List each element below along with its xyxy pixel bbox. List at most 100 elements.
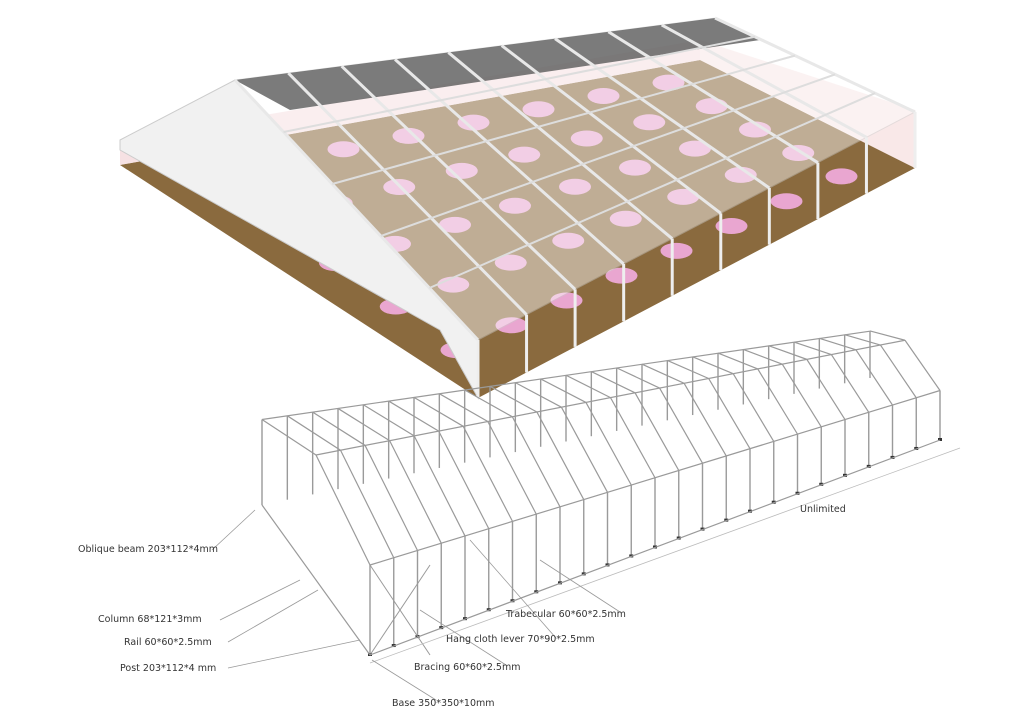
label-bracing: Bracing 60*60*2.5mm xyxy=(414,662,521,673)
oblique-beam xyxy=(389,440,442,544)
leader-line xyxy=(371,659,437,701)
base-plate xyxy=(938,438,942,441)
oblique-beam xyxy=(855,349,894,406)
banquet-table xyxy=(508,146,541,163)
banquet-table xyxy=(605,267,638,284)
oblique-beam xyxy=(489,385,538,413)
label-hang-cloth-lever: Hang cloth lever 70*90*2.5mm xyxy=(446,634,595,645)
oblique-beam xyxy=(462,426,514,522)
banquet-table xyxy=(392,127,425,144)
oblique-beam xyxy=(585,402,632,486)
oblique-beam xyxy=(781,363,822,428)
leader-line xyxy=(227,639,361,669)
banquet-table xyxy=(715,218,748,235)
oblique-beam xyxy=(768,345,808,360)
oblique-beam xyxy=(312,411,366,446)
banquet-table xyxy=(724,166,757,183)
leader-line xyxy=(211,509,256,551)
oblique-beam xyxy=(515,382,562,408)
roof-purlin xyxy=(428,92,876,289)
roof-purlin xyxy=(283,35,756,133)
roof-rafter xyxy=(607,30,819,164)
banquet-table xyxy=(570,130,603,147)
trabecular xyxy=(261,330,871,421)
oblique-beam xyxy=(641,363,685,384)
label-trabecular: Trabecular 60*60*2.5mm xyxy=(506,609,626,620)
ridge-beam xyxy=(315,339,906,456)
oblique-beam xyxy=(869,330,906,341)
oblique-beam xyxy=(464,389,513,418)
oblique-beam xyxy=(487,421,537,515)
oblique-beam xyxy=(659,387,704,464)
oblique-beam xyxy=(438,430,490,529)
label-rail: Rail 60*60*2.5mm xyxy=(124,637,212,648)
oblique-beam xyxy=(717,352,758,370)
banquet-table xyxy=(494,254,527,271)
roof-rafter xyxy=(660,23,868,139)
oblique-beam xyxy=(364,445,419,551)
label-post: Post 203*112*4 mm xyxy=(120,663,217,674)
leader-line xyxy=(419,609,507,666)
oblique-beam xyxy=(732,373,775,442)
banquet-table xyxy=(457,114,490,131)
roof-rafter xyxy=(500,44,722,215)
oblique-beam xyxy=(667,359,709,380)
oblique-beam xyxy=(565,374,611,399)
oblique-beam xyxy=(757,368,799,435)
oblique-beam xyxy=(806,359,846,420)
banquet-table xyxy=(609,210,642,227)
banquet-table xyxy=(825,168,858,185)
banquet-table xyxy=(327,141,360,158)
oblique-beam xyxy=(904,339,941,391)
oblique-beam xyxy=(616,367,660,389)
oblique-beam xyxy=(793,341,832,356)
oblique-beam xyxy=(743,348,783,365)
banquet-table xyxy=(770,193,803,210)
oblique-beam xyxy=(609,397,656,479)
oblique-beam xyxy=(261,418,317,456)
roof-rafter xyxy=(393,58,625,266)
oblique-beam xyxy=(413,435,466,537)
banquet-table xyxy=(633,114,666,131)
leader-line xyxy=(539,559,621,613)
oblique-beam xyxy=(879,344,917,399)
banquet-table xyxy=(679,140,711,157)
banquet-table xyxy=(499,197,531,214)
roof-rafter xyxy=(554,37,771,190)
banquet-table xyxy=(552,232,585,249)
oblique-beam xyxy=(683,382,727,457)
roof-purlin xyxy=(380,73,836,237)
banquet-table xyxy=(667,188,700,205)
oblique-beam xyxy=(287,415,341,451)
oblique-beam xyxy=(692,356,734,375)
banquet-table xyxy=(619,159,651,176)
banquet-table xyxy=(660,242,693,259)
roof-glass-top xyxy=(235,18,760,110)
oblique-beam xyxy=(844,334,881,346)
leader-line xyxy=(227,589,319,643)
banquet-table xyxy=(522,101,555,118)
rail xyxy=(369,439,941,656)
oblique-beam xyxy=(511,416,561,508)
banquet-table xyxy=(587,87,620,104)
leader-line xyxy=(219,579,301,621)
oblique-beam xyxy=(413,396,464,427)
roof-frame xyxy=(233,16,917,398)
roof-rafter xyxy=(714,16,916,114)
tent-floor xyxy=(120,60,915,398)
rail xyxy=(261,504,371,656)
roof-rafter xyxy=(340,65,577,291)
banquet-table xyxy=(495,317,528,334)
oblique-beam xyxy=(708,378,751,449)
roof-rafter xyxy=(233,78,480,342)
oblique-beam xyxy=(540,378,587,403)
oblique-beam xyxy=(819,337,857,351)
leader-line xyxy=(469,539,557,639)
dimension-line xyxy=(369,447,961,664)
oblique-beam xyxy=(560,406,609,493)
roof-rafter xyxy=(447,51,674,240)
label-oblique-beam: Oblique beam 203*112*4mm xyxy=(78,544,218,555)
